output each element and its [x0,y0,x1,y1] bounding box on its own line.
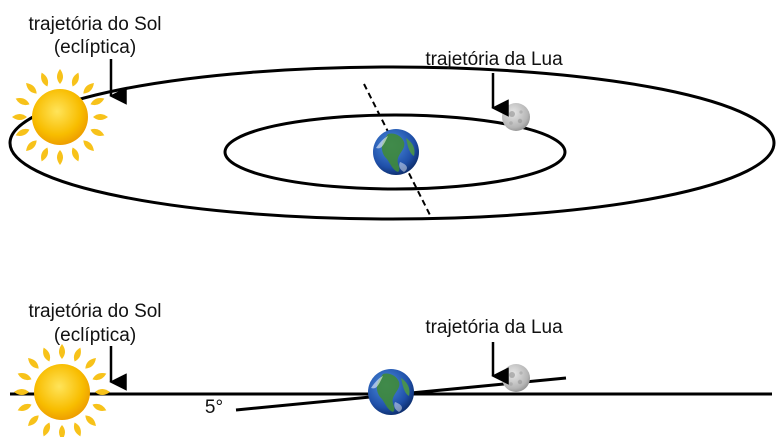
moon-path-label-bottom: trajetória da Lua [425,317,563,338]
bottom-panel: trajetória do Sol (eclíptica) trajetória… [10,301,772,437]
moon-icon-top [502,103,530,131]
sun-icon-bottom [14,344,111,437]
ecliptic-orbit-top [8,65,776,221]
moon-path-label-top: trajetória da Lua [425,49,563,70]
top-panel: trajetória do Sol (eclíptica) trajetória… [8,14,776,221]
sun-path-label-line1-top: trajetória do Sol [28,14,161,35]
sun-path-label-line2-top: (eclíptica) [54,37,136,58]
sun-path-label-line1-bottom: trajetória do Sol [28,301,161,322]
earth-icon-bottom [368,369,414,415]
sun-icon-top [12,69,109,165]
earth-icon-top [373,129,419,175]
moon-orbit-top [223,113,567,191]
sun-path-label-line2-bottom: (eclíptica) [54,325,136,346]
inclination-angle-label: 5° [205,397,223,418]
moon-icon-bottom [502,364,530,392]
